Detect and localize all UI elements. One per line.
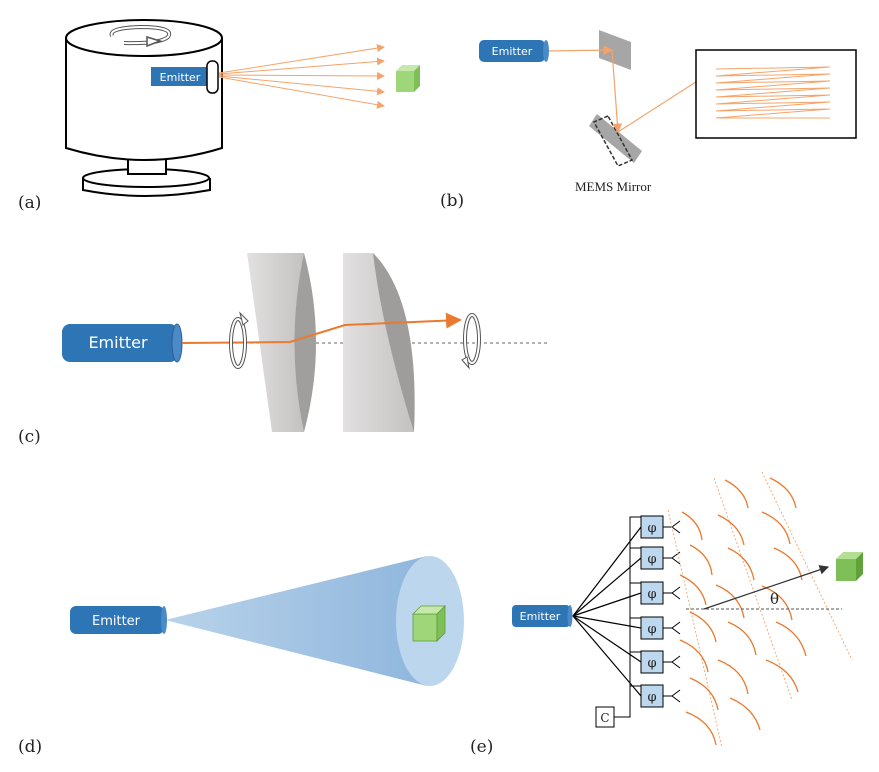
target-cube-e xyxy=(836,552,863,581)
flash-cone xyxy=(165,556,427,686)
emitter-b xyxy=(479,40,545,62)
emitter-b-label: Emitter xyxy=(492,45,533,58)
prism-2 xyxy=(343,253,415,432)
panel-b: Emitter MEMS Mirror (b) xyxy=(440,30,857,211)
phase-symbol: φ xyxy=(647,587,656,602)
emitter-e xyxy=(512,605,570,627)
mems-mirror-caption: MEMS Mirror xyxy=(575,179,652,194)
panel-d-label: (d) xyxy=(18,737,42,757)
feed-lines xyxy=(572,526,642,697)
wavefront-lines xyxy=(667,471,853,749)
panel-a: Emitter (a) xyxy=(18,19,420,213)
emitter-d-label: Emitter xyxy=(92,614,141,629)
mems-mirror-outline xyxy=(592,115,634,167)
phase-shifter xyxy=(640,515,664,708)
beams-a xyxy=(218,44,385,109)
wavefront-arcs xyxy=(679,477,807,746)
panel-c-label: (c) xyxy=(18,427,41,447)
panel-b-label: (b) xyxy=(440,191,464,211)
emitter-e-label: Emitter xyxy=(520,610,561,623)
antenna-elements xyxy=(663,520,681,703)
panel-e: Emitter C φ xyxy=(470,471,863,757)
target-cube-d xyxy=(412,605,446,642)
emitter-a-label: Emitter xyxy=(160,71,201,84)
emitter-c xyxy=(62,324,178,362)
emitter-a xyxy=(151,67,209,86)
steering-arrow xyxy=(703,565,830,610)
emitter-c-label: Emitter xyxy=(88,333,148,352)
mems-mirror xyxy=(589,114,642,163)
phase-symbol: φ xyxy=(647,656,656,671)
angle-label: θ xyxy=(770,590,779,608)
panel-d: Emitter (d) xyxy=(18,556,464,757)
panel-a-label: (a) xyxy=(18,193,41,213)
rotation-icon xyxy=(109,24,172,48)
panel-e-label: (e) xyxy=(470,737,493,757)
lidar-top xyxy=(65,19,223,57)
phase-symbol: φ xyxy=(647,690,656,705)
panel-c: Emitter (c) xyxy=(18,253,548,447)
phase-symbol: φ xyxy=(647,521,656,536)
emitter-a-lens xyxy=(206,60,219,94)
control-bus xyxy=(614,516,643,718)
raster-scan xyxy=(715,66,831,119)
phase-symbol: φ xyxy=(647,552,656,567)
fixed-mirror xyxy=(599,30,631,70)
emitter-d xyxy=(70,606,164,634)
phase-symbol: φ xyxy=(647,622,656,637)
controller-label: C xyxy=(600,711,609,725)
target-cube-a xyxy=(396,65,420,92)
beam-c xyxy=(181,312,462,344)
beam-b xyxy=(548,45,718,134)
rotation-icon-left xyxy=(229,311,249,369)
rotation-icon-right xyxy=(461,313,481,370)
scan-screen xyxy=(695,49,857,139)
